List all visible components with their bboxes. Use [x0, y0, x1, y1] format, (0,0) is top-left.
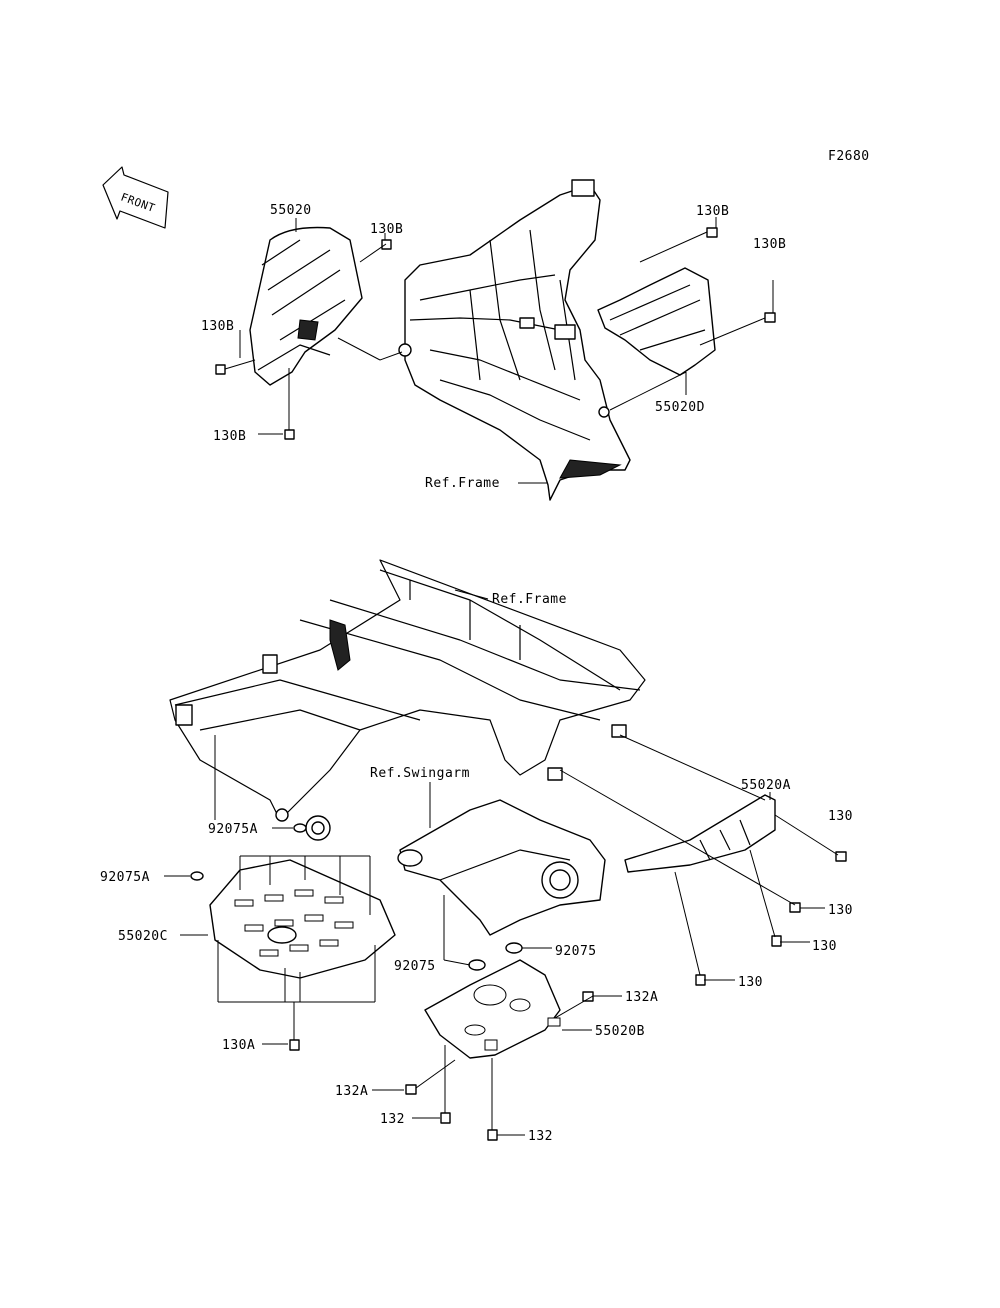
bolt-132-icon [440, 1112, 451, 1124]
callout-130: 130 [828, 809, 853, 824]
front-arrow-icon: FRONT [102, 166, 169, 229]
grommet-92075A-icon [190, 871, 204, 881]
callout-130: 130 [812, 939, 837, 954]
rear-guard-55020D [597, 267, 716, 376]
callout-132A: 132A [335, 1084, 368, 1099]
callout-92075: 92075 [394, 959, 436, 974]
grommet-92075A-icon [293, 823, 307, 833]
callout-130A: 130A [222, 1038, 255, 1053]
callout-55020: 55020 [270, 203, 312, 218]
callout-ref-swingarm: Ref.Swingarm [370, 766, 470, 781]
skid-plate-55020B [424, 959, 561, 1059]
front-guard-55020 [249, 226, 363, 386]
front-label: FRONT [119, 191, 157, 215]
callout-55020A: 55020A [741, 778, 791, 793]
bolt-130-icon [835, 851, 847, 862]
callout-55020C: 55020C [118, 929, 168, 944]
frame-top-ref [398, 179, 631, 501]
bolt-130B-icon [284, 368, 295, 440]
callout-ref-frame: Ref.Frame [492, 592, 567, 607]
skid-plate-55020C [209, 855, 396, 1003]
callout-92075A: 92075A [208, 822, 258, 837]
bolt-132-icon [487, 1129, 498, 1141]
callout-55020B: 55020B [595, 1024, 645, 1039]
callout-130B: 130B [201, 319, 234, 334]
callout-ref-frame: Ref.Frame [425, 476, 500, 491]
bolt-130-icon [789, 902, 801, 913]
grommet-92075-icon [505, 942, 523, 954]
bolt-130A-icon [289, 1039, 300, 1051]
callout-130B: 130B [753, 237, 786, 252]
callout-132: 132 [528, 1129, 553, 1144]
callout-130: 130 [828, 903, 853, 918]
frame-lower-ref [169, 559, 646, 841]
grommet-92075-icon [468, 959, 486, 971]
swingarm-ref [397, 799, 606, 936]
callout-132: 132 [380, 1112, 405, 1127]
callout-130B: 130B [213, 429, 246, 444]
bolt-130-icon [695, 974, 706, 986]
callout-130B: 130B [370, 222, 403, 237]
figure-code: F2680 [828, 149, 870, 164]
callout-92075A: 92075A [100, 870, 150, 885]
bolt-130B-icon [215, 359, 256, 375]
callout-92075: 92075 [555, 944, 597, 959]
bolt-132A-icon [405, 1084, 417, 1095]
bolt-130B-icon [359, 239, 392, 263]
callout-55020D: 55020D [655, 400, 705, 415]
bolt-130B-icon [639, 227, 718, 263]
bolt-130-icon [771, 935, 782, 947]
bolt-130B-icon [699, 312, 776, 346]
callout-132A: 132A [625, 990, 658, 1005]
callout-130B: 130B [696, 204, 729, 219]
callout-130: 130 [738, 975, 763, 990]
